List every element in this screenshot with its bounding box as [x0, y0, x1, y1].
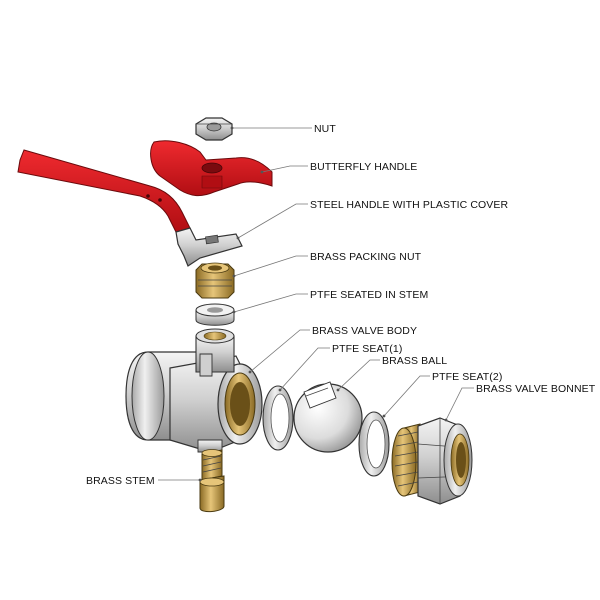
label-brass-packing-nut: BRASS PACKING NUT — [310, 251, 422, 263]
label-ptfe-seat-1: PTFE SEAT(1) — [332, 343, 402, 355]
leader-lines — [158, 126, 474, 482]
label-ptfe-seat-2: PTFE SEAT(2) — [432, 371, 502, 383]
brass-packing-nut-part — [195, 262, 235, 299]
label-nut: NUT — [314, 123, 336, 135]
brass-stem-part — [199, 449, 225, 513]
butterfly-handle-part — [150, 140, 273, 197]
label-steel-handle: STEEL HANDLE WITH PLASTIC COVER — [310, 199, 508, 211]
brass-ball-part — [293, 381, 363, 453]
brass-valve-bonnet-part — [391, 417, 473, 505]
ptfe-stem-seal-part — [195, 303, 235, 326]
nut-part — [195, 117, 233, 141]
label-brass-valve-bonnet: BRASS VALVE BONNET — [476, 383, 596, 395]
label-brass-valve-body: BRASS VALVE BODY — [312, 325, 417, 337]
steel-handle-part — [17, 149, 243, 267]
brass-valve-body-part — [125, 328, 263, 453]
label-brass-ball: BRASS BALL — [382, 355, 447, 367]
label-ptfe-seated-in-stem: PTFE SEATED IN STEM — [310, 289, 428, 301]
label-butterfly-handle: BUTTERFLY HANDLE — [310, 161, 417, 173]
label-brass-stem: BRASS STEM — [86, 475, 155, 487]
ptfe-seat-1-part — [262, 385, 294, 451]
ptfe-seat-2-part — [358, 411, 390, 477]
